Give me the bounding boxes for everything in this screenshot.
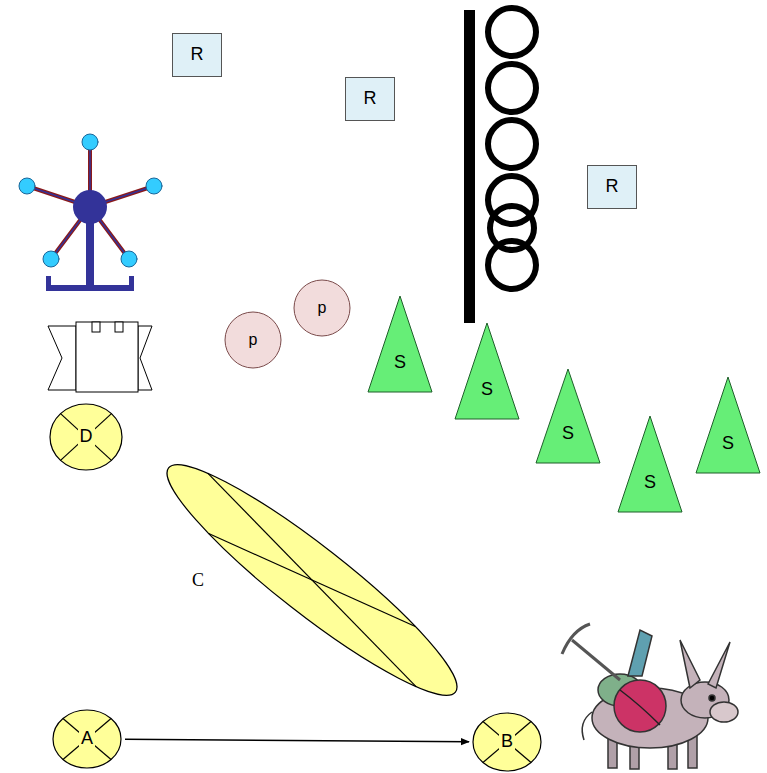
node-outline (454, 322, 520, 420)
bar (464, 10, 475, 323)
wheel-base (46, 285, 134, 291)
circle-column (488, 8, 536, 289)
node-letter: R (606, 177, 619, 197)
node-outline (617, 415, 683, 513)
cross-line (483, 721, 531, 762)
square-outline (173, 34, 222, 77)
pickaxe-handle (572, 640, 620, 680)
node-letter: S (394, 353, 406, 373)
scroll-body (76, 322, 138, 392)
node-letter: D (78, 427, 95, 447)
crossed-circle-node: B (472, 712, 542, 772)
circle-node: p (224, 311, 282, 369)
wheel-foot (129, 276, 134, 290)
node-outline (535, 368, 601, 464)
node-outline (367, 295, 433, 393)
triangle-outline (696, 377, 760, 473)
node-letter: S (644, 473, 656, 493)
node-letter: R (191, 45, 204, 65)
square-node: R (172, 33, 222, 77)
scroll-figure (48, 322, 152, 392)
pickaxe-head (562, 624, 590, 654)
part-label: C (192, 570, 204, 591)
donkey-ear (680, 640, 700, 688)
wheel-hub (73, 190, 107, 224)
cross-line (63, 718, 111, 759)
triangle-outline (536, 369, 600, 463)
node-letter: S (562, 424, 574, 444)
donkey-ear (708, 642, 730, 688)
square-node: R (587, 165, 637, 209)
donkey-snout (710, 702, 738, 722)
cross-line (63, 718, 111, 759)
donkey-pack (614, 680, 666, 732)
node-letter: A (79, 729, 95, 749)
node-letter: S (722, 434, 734, 454)
wheel-cars (19, 134, 162, 267)
circle-outline (225, 312, 281, 368)
node-letter: B (499, 732, 515, 752)
circle-node: p (293, 279, 351, 337)
ellipse-figure (148, 441, 477, 719)
triangle-outline (455, 323, 519, 419)
triangle-node: S (695, 376, 761, 474)
cross-line (61, 414, 112, 461)
scroll-tab (115, 322, 123, 332)
triangle-node: S (617, 415, 683, 513)
circle-outline (50, 404, 122, 470)
cross-line (61, 414, 112, 461)
donkey-tail (582, 712, 592, 740)
donkey-eye (709, 695, 715, 701)
donkey-figure (562, 624, 738, 769)
node-letter: R (364, 89, 377, 109)
circle-outline (294, 280, 350, 336)
triangle-node: S (535, 368, 601, 464)
arrow-connector (125, 739, 469, 741)
circle-outline (53, 710, 121, 768)
scroll-wing (48, 326, 76, 390)
triangle-node: S (367, 295, 433, 393)
scroll-tab (92, 322, 100, 332)
cross-line (483, 721, 531, 762)
square-outline (346, 78, 395, 121)
crossed-circle-node: D (49, 403, 123, 471)
node-letter: p (249, 331, 258, 349)
node-letter: S (481, 380, 493, 400)
triangle-node: S (454, 322, 520, 420)
square-outline (588, 166, 637, 209)
donkey-strap (620, 690, 660, 725)
node-outline (695, 376, 761, 474)
triangle-outline (368, 296, 432, 392)
wheel-figure (19, 134, 162, 291)
square-node: R (345, 77, 395, 121)
triangle-outline (618, 416, 682, 512)
shovel (628, 630, 652, 676)
crossed-circle-node: A (52, 709, 122, 769)
wheel-foot (46, 276, 51, 290)
node-letter: p (318, 299, 327, 317)
circle-outline (473, 713, 541, 771)
scroll-wing (138, 326, 152, 390)
